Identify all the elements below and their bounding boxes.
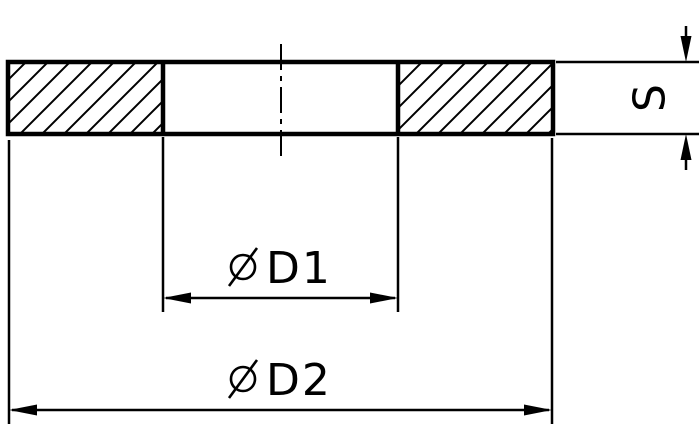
arrowhead-left-icon (163, 292, 191, 304)
d2-label-group: D2 (227, 355, 332, 406)
inner-diameter-dimension: D1 (161, 137, 400, 312)
thickness-dimension: S (556, 26, 699, 170)
arrowhead-down-icon (680, 36, 692, 62)
arrowhead-right-icon (524, 404, 552, 416)
outer-diameter-dimension: D2 (7, 138, 554, 424)
left-hatch-area (10, 64, 161, 132)
arrowhead-up-icon (680, 134, 692, 160)
washer-section-view (5, 44, 556, 158)
right-hatch-area (400, 64, 551, 132)
d1-label: D1 (266, 243, 332, 294)
d2-label: D2 (266, 355, 332, 406)
thickness-label: S (625, 82, 676, 112)
diameter-symbol-icon (227, 359, 259, 399)
diameter-symbol-icon (227, 247, 259, 287)
d1-label-group: D1 (227, 243, 332, 294)
arrowhead-left-icon (9, 404, 37, 416)
arrowhead-right-icon (370, 292, 398, 304)
